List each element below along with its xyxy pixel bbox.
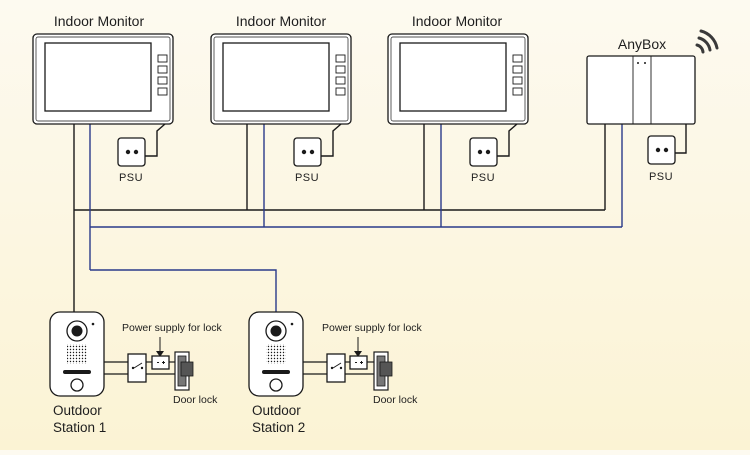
- psu-3-label: PSU: [471, 172, 495, 184]
- psu-2: PSU: [293, 137, 322, 184]
- outdoor-station-2-label-line1: Outdoor: [252, 403, 301, 418]
- battery-icon: [151, 355, 170, 370]
- call-button-icon: [70, 378, 84, 392]
- psu4-wire: [675, 124, 687, 154]
- door-lock-icon: [373, 351, 393, 391]
- monitor-1-screen: [44, 42, 152, 112]
- psu-2-label: PSU: [295, 172, 319, 184]
- plug-icon: [647, 135, 676, 165]
- black-bus-wires: [73, 124, 606, 312]
- outdoor-station-1-label-line2: Station 1: [53, 420, 106, 435]
- power-supply-label-1: Power supply for lock: [122, 322, 223, 334]
- psu2-wire: [321, 123, 342, 157]
- monitor-2-buttons: [335, 54, 346, 96]
- psu1-wire: [145, 123, 166, 157]
- wifi-signal-icon: [695, 29, 719, 54]
- indoor-monitor-1-label: Indoor Monitor: [54, 13, 145, 29]
- anybox-body: [586, 55, 696, 125]
- lock-relay-2: [326, 353, 346, 383]
- outdoor-station-1: Power supply for lock Door lock Outdoor …: [49, 311, 223, 435]
- speaker-grill-icon: [67, 344, 87, 364]
- anybox-label: AnyBox: [618, 36, 666, 52]
- anybox: AnyBox: [586, 29, 719, 125]
- door-lock-label-1: Door lock: [173, 394, 218, 406]
- monitor-1-buttons: [157, 54, 168, 96]
- blue-bus-wires: [89, 124, 623, 312]
- call-button-icon: [269, 378, 283, 392]
- outdoor-station-2: Power supply for lock Door lock Outdoor …: [248, 311, 423, 435]
- monitor-3-buttons: [512, 54, 523, 96]
- blue-wire-station2: [90, 269, 277, 312]
- battery-icon: [349, 355, 368, 370]
- door-lock-icon: [174, 351, 194, 391]
- indoor-monitor-3: Indoor Monitor: [387, 13, 529, 125]
- psu-wires: [145, 123, 687, 157]
- plug-icon: [469, 137, 498, 167]
- door-lock-label-2: Door lock: [373, 394, 418, 406]
- psu3-wire: [497, 123, 518, 157]
- monitor-3-screen: [399, 42, 507, 112]
- indoor-monitor-3-label: Indoor Monitor: [412, 13, 503, 29]
- psu-4-label: PSU: [649, 171, 673, 183]
- indoor-monitor-1: Indoor Monitor: [32, 13, 174, 125]
- psu-3: PSU: [469, 137, 498, 184]
- lock-relay-1: [127, 353, 147, 383]
- indoor-monitor-2-label: Indoor Monitor: [236, 13, 327, 29]
- indoor-monitor-2: Indoor Monitor: [210, 13, 352, 125]
- plug-icon: [293, 137, 322, 167]
- speaker-grill-icon: [266, 344, 286, 364]
- outdoor-station-1-label-line1: Outdoor: [53, 403, 102, 418]
- plug-icon: [117, 137, 146, 167]
- psu-4: PSU: [647, 135, 676, 183]
- outdoor-station-2-label-line2: Station 2: [252, 420, 305, 435]
- power-supply-label-2: Power supply for lock: [322, 322, 423, 334]
- psu-1-label: PSU: [119, 172, 143, 184]
- monitor-2-screen: [222, 42, 330, 112]
- psu-1: PSU: [117, 137, 146, 184]
